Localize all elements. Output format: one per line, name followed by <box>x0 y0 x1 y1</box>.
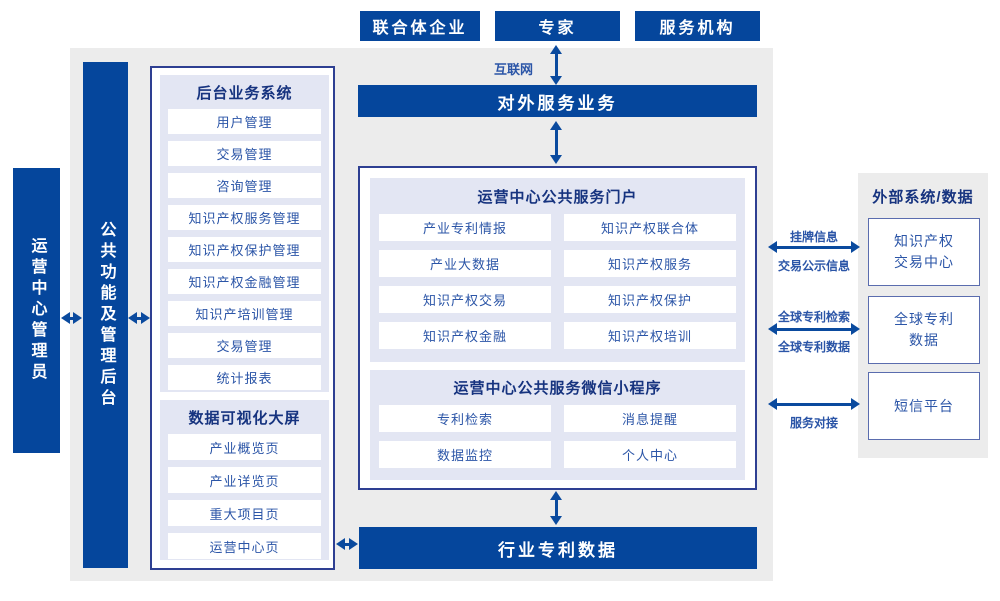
external-service-bar: 对外服务业务 <box>358 85 757 117</box>
dashboard-item: 产业概览页 <box>168 434 321 460</box>
dashboard-items: 产业概览页 产业详览页 重大项目页 运营中心页 <box>160 434 329 559</box>
external-box-global-patent-data: 全球专利 数据 <box>868 296 980 364</box>
back-office-item: 知识产权服务管理 <box>168 205 321 230</box>
actor-box-service-agency: 服务机构 <box>635 11 760 41</box>
arrow-trade-center-icon <box>768 241 860 253</box>
dashboard-item: 重大项目页 <box>168 500 321 526</box>
back-office-item: 用户管理 <box>168 109 321 134</box>
global-patent-data-label: 全球专利数据 <box>777 340 850 354</box>
admin-panel: 后台业务系统 用户管理 交易管理 咨询管理 知识产权服务管理 知识产权保护管理 … <box>150 66 335 570</box>
industry-patent-data-bar: 行业专利数据 <box>359 527 757 569</box>
portal-item: 产业专利情报 <box>379 214 551 241</box>
miniprogram-title: 运营中心公共服务微信小程序 <box>453 380 662 397</box>
actor-label: 专家 <box>538 20 577 37</box>
actor-box-expert: 专家 <box>495 11 620 41</box>
back-office-item: 咨询管理 <box>168 173 321 198</box>
miniprogram-item: 消息提醒 <box>564 405 736 432</box>
arrow-sms-platform-icon <box>768 398 860 410</box>
actor-box-union-enterprise: 联合体企业 <box>360 11 480 41</box>
backend-functions-label: 公共功能及管理后台 <box>97 220 115 410</box>
actor-label: 服务机构 <box>659 20 736 37</box>
back-office-items: 用户管理 交易管理 咨询管理 知识产权服务管理 知识产权保护管理 知识产权金融管… <box>160 109 329 390</box>
back-office-item: 交易管理 <box>168 141 321 166</box>
portal-item: 产业大数据 <box>379 250 551 277</box>
external-systems-title: 外部系统/数据 <box>872 189 974 206</box>
ops-admin-label: 运营中心管理员 <box>28 237 46 384</box>
portal-section: 运营中心公共服务门户 产业专利情报 知识产权联合体 产业大数据 知识产权服务 知… <box>370 178 745 362</box>
arrow-service-to-portal-icon <box>550 121 562 164</box>
portal-title: 运营中心公共服务门户 <box>477 189 638 206</box>
trade-publicity-label: 交易公示信息 <box>777 259 850 273</box>
miniprogram-item: 专利检索 <box>379 405 551 432</box>
back-office-section: 后台业务系统 用户管理 交易管理 咨询管理 知识产权服务管理 知识产权保护管理 … <box>160 75 329 392</box>
dashboard-item: 产业详览页 <box>168 467 321 493</box>
portal-item: 知识产权交易 <box>379 286 551 313</box>
service-connect-label: 服务对接 <box>789 416 838 430</box>
back-office-item: 知识产培训管理 <box>168 301 321 326</box>
back-office-title: 后台业务系统 <box>196 85 293 102</box>
arrow-backend-panel-icon <box>128 312 150 324</box>
back-office-item: 统计报表 <box>168 365 321 390</box>
back-office-item: 知识产权保护管理 <box>168 237 321 262</box>
miniprogram-section: 运营中心公共服务微信小程序 专利检索 消息提醒 数据监控 个人中心 <box>370 370 745 480</box>
ops-admin-box: 运营中心管理员 <box>13 168 60 453</box>
backend-functions-bar: 公共功能及管理后台 <box>83 62 128 568</box>
miniprogram-item: 数据监控 <box>379 441 551 468</box>
external-systems-panel: 外部系统/数据 知识产权 交易中心 全球专利 数据 短信平台 <box>858 173 988 458</box>
arrow-internet-icon <box>550 45 562 85</box>
external-box-ip-trade-center: 知识产权 交易中心 <box>868 218 980 286</box>
arrow-panel-data-icon <box>336 538 358 550</box>
listing-info-label: 挂牌信息 <box>789 230 838 244</box>
back-office-item: 知识产权金融管理 <box>168 269 321 294</box>
miniprogram-item: 个人中心 <box>564 441 736 468</box>
global-patent-search-label: 全球专利检索 <box>777 310 850 324</box>
dashboard-section: 数据可视化大屏 产业概览页 产业详览页 重大项目页 运营中心页 <box>160 400 329 560</box>
operation-center-box: 运营中心公共服务门户 产业专利情报 知识产权联合体 产业大数据 知识产权服务 知… <box>358 166 757 490</box>
internet-label: 互联网 <box>493 62 533 77</box>
portal-item: 知识产权金融 <box>379 322 551 349</box>
portal-items-grid: 产业专利情报 知识产权联合体 产业大数据 知识产权服务 知识产权交易 知识产权保… <box>370 214 745 349</box>
actor-label: 联合体企业 <box>372 20 468 37</box>
portal-item: 知识产权服务 <box>564 250 736 277</box>
arrow-portal-to-data-icon <box>550 491 562 525</box>
back-office-item: 交易管理 <box>168 333 321 358</box>
dashboard-item: 运营中心页 <box>168 533 321 559</box>
dashboard-title: 数据可视化大屏 <box>188 410 301 427</box>
arrow-global-patent-icon <box>768 323 860 335</box>
portal-item: 知识产权培训 <box>564 322 736 349</box>
external-box-sms-platform: 短信平台 <box>868 372 980 440</box>
miniprogram-items-grid: 专利检索 消息提醒 数据监控 个人中心 <box>370 405 745 468</box>
portal-item: 知识产权保护 <box>564 286 736 313</box>
portal-item: 知识产权联合体 <box>564 214 736 241</box>
arrow-admin-backend-icon <box>61 312 82 324</box>
